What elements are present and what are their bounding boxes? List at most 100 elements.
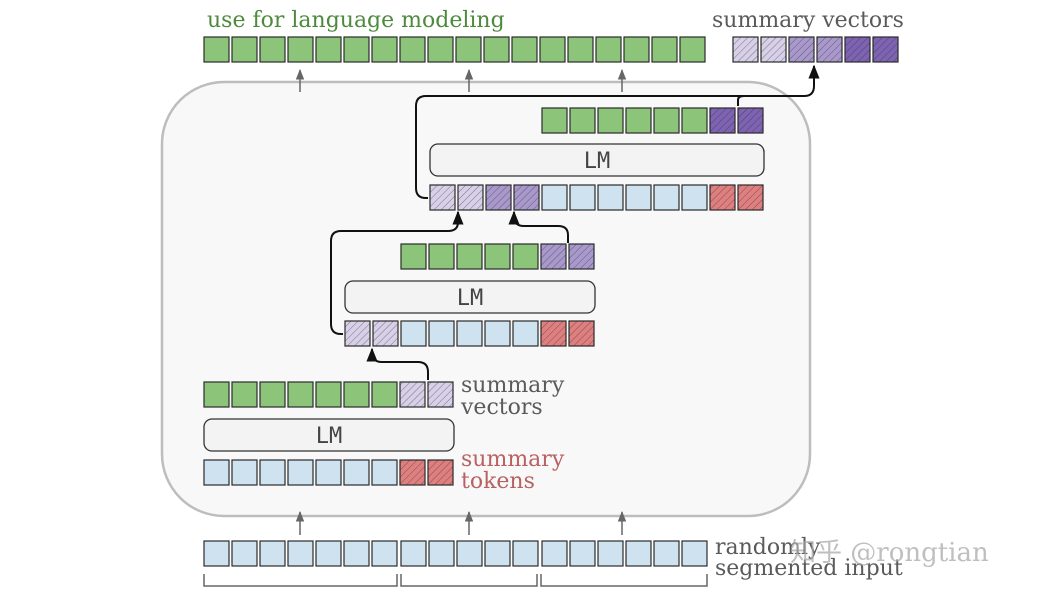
token-cell <box>315 36 342 63</box>
lm-box-1: LM <box>203 418 455 452</box>
token-cell <box>343 36 370 63</box>
input-row-1 <box>203 540 398 567</box>
top-summary-vectors-label: summary vectors <box>712 8 904 33</box>
seg3-output-row <box>541 107 764 134</box>
input-arrows <box>295 510 627 535</box>
token-cell <box>429 184 456 211</box>
token-cell <box>343 459 370 486</box>
top-summary-row <box>732 36 899 63</box>
token-cell <box>681 540 708 567</box>
token-cell <box>679 36 706 63</box>
token-cell <box>427 381 454 408</box>
lm-label: LM <box>316 424 343 449</box>
segment-brackets <box>203 574 708 587</box>
token-cell <box>597 107 624 134</box>
token-cell <box>399 381 426 408</box>
token-cell <box>540 320 567 347</box>
token-cell <box>315 381 342 408</box>
token-cell <box>512 320 539 347</box>
side-summary-vectors-label: summary vectors <box>460 373 571 420</box>
token-cell <box>259 540 286 567</box>
token-cell <box>872 36 899 63</box>
token-cell <box>399 459 426 486</box>
token-cell <box>651 36 678 63</box>
seg1-input-row <box>203 459 454 486</box>
token-cell <box>315 540 342 567</box>
top-output-row <box>203 36 706 63</box>
token-cell <box>511 36 538 63</box>
lm-label: LM <box>457 286 484 311</box>
token-cell <box>709 184 736 211</box>
token-cell <box>484 540 511 567</box>
seg1-output-row <box>203 381 454 408</box>
input-row-3 <box>541 540 708 567</box>
lm-box-3: LM <box>429 143 765 177</box>
token-cell <box>569 184 596 211</box>
token-cell <box>428 540 455 567</box>
token-cell <box>315 459 342 486</box>
token-cell <box>625 540 652 567</box>
token-cell <box>287 36 314 63</box>
token-cell <box>788 36 815 63</box>
token-cell <box>541 184 568 211</box>
token-cell <box>568 320 595 347</box>
token-cell <box>372 320 399 347</box>
token-cell <box>681 184 708 211</box>
token-cell <box>483 36 510 63</box>
token-cell <box>568 243 595 270</box>
token-cell <box>456 243 483 270</box>
seg2-output-row <box>400 243 595 270</box>
token-cell <box>400 243 427 270</box>
token-cell <box>427 36 454 63</box>
token-cell <box>203 36 230 63</box>
token-cell <box>427 459 454 486</box>
token-cell <box>259 36 286 63</box>
token-cell <box>455 36 482 63</box>
token-cell <box>737 107 764 134</box>
token-cell <box>512 540 539 567</box>
token-cell <box>287 540 314 567</box>
lm-box-2: LM <box>344 280 596 314</box>
token-cell <box>569 540 596 567</box>
token-cell <box>343 381 370 408</box>
token-cell <box>371 540 398 567</box>
token-cell <box>456 320 483 347</box>
token-cell <box>541 540 568 567</box>
token-cell <box>513 184 540 211</box>
token-cell <box>653 107 680 134</box>
token-cell <box>732 36 759 63</box>
token-cell <box>400 540 427 567</box>
token-cell <box>597 540 624 567</box>
token-cell <box>595 36 622 63</box>
token-cell <box>456 540 483 567</box>
token-cell <box>567 36 594 63</box>
token-cell <box>287 459 314 486</box>
token-cell <box>623 36 650 63</box>
token-cell <box>371 381 398 408</box>
seg3-input-row <box>429 184 764 211</box>
token-cell <box>231 459 258 486</box>
token-cell <box>344 320 371 347</box>
token-cell <box>760 36 787 63</box>
token-cell <box>231 540 258 567</box>
output-arrows <box>295 68 627 92</box>
token-cell <box>681 107 708 134</box>
token-cell <box>709 107 736 134</box>
recurrence-arrows <box>330 64 820 380</box>
token-cell <box>231 36 258 63</box>
token-cell <box>457 184 484 211</box>
token-cell <box>539 36 566 63</box>
lm-label: LM <box>584 149 611 174</box>
watermark: 知乎 @rongtian <box>790 538 989 568</box>
token-cell <box>484 320 511 347</box>
token-cell <box>625 107 652 134</box>
token-cell <box>541 107 568 134</box>
token-cell <box>737 184 764 211</box>
summary-tokens-label: summary tokens <box>461 447 571 494</box>
token-cell <box>653 540 680 567</box>
token-cell <box>259 381 286 408</box>
token-cell <box>512 243 539 270</box>
token-cell <box>399 36 426 63</box>
token-cell <box>203 459 230 486</box>
